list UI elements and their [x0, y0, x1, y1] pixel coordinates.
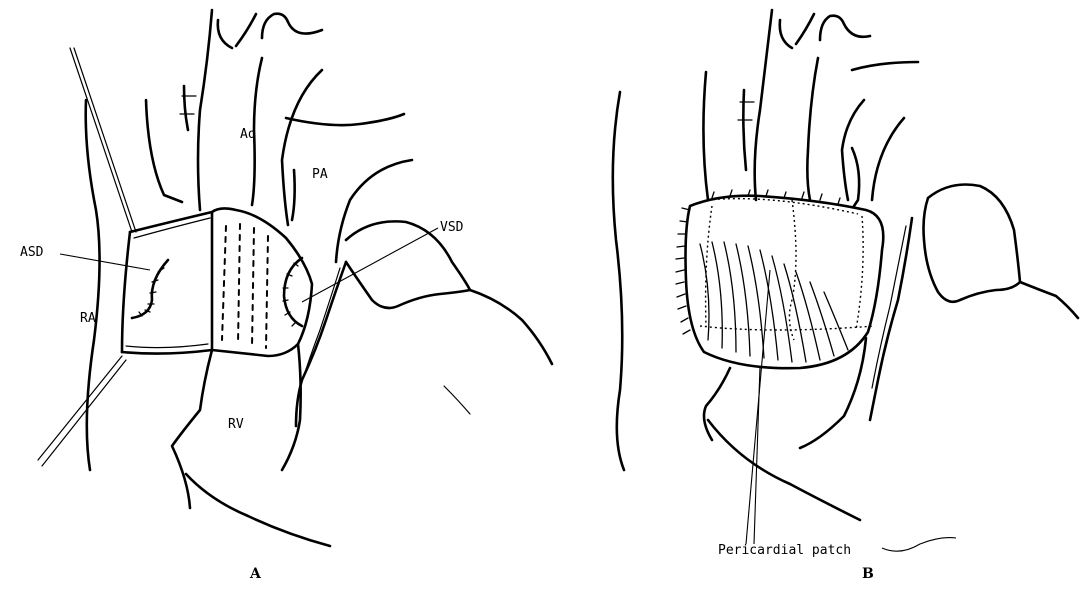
panel-b: Pericardial patch B — [613, 10, 1078, 582]
pa-left-wall — [282, 70, 322, 225]
vessel-stroke — [218, 20, 232, 48]
retractor-line — [74, 48, 136, 232]
asd-leader — [60, 254, 150, 270]
aorta-right-wall — [807, 58, 818, 200]
lv-outline — [924, 185, 1021, 302]
panel-a-letter: A — [249, 566, 262, 582]
rv-suture-line — [238, 224, 240, 344]
pa-right-branch — [872, 118, 904, 200]
panel-b-letter: B — [862, 566, 874, 582]
patch-hatch — [784, 264, 806, 362]
pa-inner — [852, 148, 859, 206]
label-ao: Ao — [240, 127, 256, 142]
patch-hatch — [772, 256, 792, 362]
pa-right-branch — [336, 160, 412, 262]
patch-leader-tail — [882, 538, 956, 552]
retractor-line — [38, 356, 122, 460]
label-vsd: VSD — [440, 220, 464, 235]
svc-wall — [146, 100, 182, 202]
coronary-artery — [296, 262, 346, 426]
ra-incision-top — [130, 212, 212, 232]
label-asd: ASD — [20, 245, 44, 260]
patch-suture-top — [708, 199, 858, 214]
label-pericardial-patch: Pericardial patch — [718, 543, 851, 558]
patch-hatch — [748, 246, 764, 358]
vessel-stroke — [796, 14, 814, 44]
rv-left-wall — [172, 350, 212, 508]
lv-outer-wall — [1020, 282, 1078, 318]
patch-leader — [746, 270, 770, 544]
label-ra: RA — [80, 311, 96, 326]
rv-bottom — [186, 474, 330, 546]
aorta-branch-tick — [738, 102, 754, 120]
patch-hatch — [796, 272, 820, 360]
pa-top-wall — [852, 62, 918, 70]
aorta-left-wall — [198, 10, 212, 210]
rv-suture-line — [266, 236, 268, 348]
patch-hatch — [810, 282, 834, 356]
pa-inner — [292, 170, 295, 220]
ra-incision-bottom — [122, 350, 212, 354]
patch-hatch — [736, 244, 750, 356]
vsd-leader — [302, 228, 438, 302]
aorta-left-wall — [755, 10, 772, 200]
vessel-stroke — [780, 20, 792, 48]
patch-suture-mid — [789, 200, 796, 340]
rv-suture-line — [252, 228, 254, 346]
aorta-branch — [184, 86, 188, 130]
patch-hatch — [712, 242, 722, 348]
lv-apex-line — [444, 386, 470, 414]
retractor-line — [70, 48, 132, 232]
ra-wall — [613, 92, 624, 470]
aorta-branch-tick — [180, 96, 196, 114]
coronary-artery — [870, 218, 912, 420]
pa-top-wall — [286, 114, 404, 125]
rv-bottom — [708, 420, 860, 520]
vessel-stroke — [236, 14, 256, 46]
label-pa: PA — [312, 167, 328, 182]
coronary-artery-inner — [300, 268, 340, 388]
ra-incision-bottom-inner — [126, 344, 208, 348]
label-rv: RV — [228, 417, 244, 432]
lv-outer-wall — [470, 290, 552, 364]
vessel-stroke — [262, 14, 322, 38]
patch-hatch — [724, 242, 736, 352]
coronary-artery-inner — [872, 226, 906, 388]
vessel-stroke — [820, 16, 870, 40]
patch-hatch — [824, 292, 848, 350]
retractor-line — [42, 360, 126, 466]
rv-incision-outline — [212, 208, 312, 356]
ra-incision-left — [122, 232, 130, 352]
pericardial-patch-outline — [686, 196, 884, 368]
ra-wall — [86, 100, 100, 470]
rv-suture-line — [222, 226, 226, 340]
panel-a: Ao PA VSD ASD RA RV A — [20, 10, 552, 582]
vsd-defect — [284, 258, 302, 326]
patch-suture-right — [856, 216, 863, 330]
patch-leader — [754, 366, 760, 544]
svc-wall — [703, 72, 708, 200]
